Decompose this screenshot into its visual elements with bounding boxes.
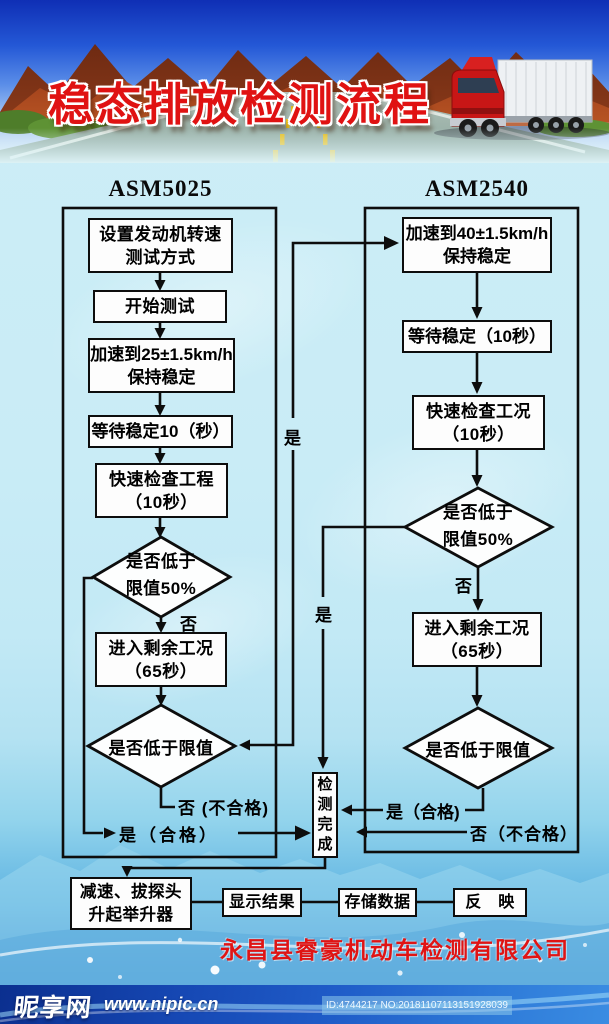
flow-box-decelerate-remove-probe: 减速、拔探头 升起举升器 [70,877,192,930]
right-no-label: 否 [455,577,473,596]
box-text: 快速检查工况 [426,401,531,421]
flow-box-feedback: 反 映 [453,888,527,917]
box-text: 反 映 [465,894,515,911]
box-text: 开始测试 [125,297,195,316]
flow-box-remaining-condition-left: 进入剩余工况 （65秒） [95,632,227,687]
watermark-site-url: www.nipic.cn [104,994,219,1014]
header-banner: 稳态排放检测流程 [0,0,609,163]
flow-box-set-engine-speed: 设置发动机转速 测试方式 [88,218,233,273]
box-text: 设置发动机转速 [99,224,222,244]
watermark-id-text: ID:4744217 NO:20181107113151928039 [322,996,512,1015]
box-text: 等待稳定10（秒） [91,422,230,441]
poster-title: 稳态排放检测流程 [47,80,432,130]
right-diamond-limit [402,706,555,790]
flow-box-accelerate-25: 加速到25±1.5km/h 保持稳定 [88,338,235,393]
left-column-title: ASM5025 [108,176,213,201]
watermark-footer-bar: 昵享网 www.nipic.cn ID:4744217 NO:201811071… [0,985,609,1024]
middle-yes-label-a: 是 [284,429,302,448]
left-diamond-limit50 [90,535,233,619]
right-no-fail-label: 否（不合格） [470,825,578,844]
box-text: 进入剩余工况 [424,618,530,638]
right-diamond1-text: 是否低于 限值50% [411,499,545,553]
flow-box-start-test: 开始测试 [93,290,227,323]
left-no-label: 否 [180,615,198,634]
flow-box-quick-check-right: 快速检查工况 （10秒） [412,395,545,450]
sparkles [87,932,587,979]
right-column-title: ASM2540 [424,176,530,201]
box-text: （10秒） [125,492,198,512]
box-text: 保持稳定 [443,247,511,266]
box-text: 存储数据 [344,894,411,911]
flow-box-display-result: 显示结果 [222,888,302,917]
flow-box-store-data: 存储数据 [338,888,417,917]
box-text: （10秒） [442,424,515,444]
box-text: 快速检查工程 [109,469,214,489]
diamond-text-line: 是否低于 [126,552,196,571]
flow-box-accelerate-40: 加速到40±1.5km/h 保持稳定 [402,217,552,273]
flow-box-quick-check: 快速检查工程 （10秒） [95,463,228,518]
box-text: （65秒） [124,661,198,681]
right-yes-pass-label: 是（合格) [386,803,460,822]
decision-diamonds [85,486,555,790]
flow-box-wait-stable-10s: 等待稳定10（秒） [88,415,233,448]
watermark-site-name: 昵享网 [12,994,94,1022]
left-diamond-limit [85,703,238,789]
box-text: （65秒） [440,641,514,661]
flow-box-remaining-condition-right: 进入剩余工况 （65秒） [412,612,542,667]
box-text: 升起举升器 [88,905,174,924]
box-text: 保持稳定 [127,367,196,387]
left-diamond2-text: 是否低于限值 [108,739,214,758]
left-column-frame [61,206,278,859]
left-no-fail-label: 否 (不合格) [178,799,270,818]
box-text: 测试方式 [125,247,196,267]
right-diamond-limit50 [402,486,555,569]
right-column-frame [363,206,580,854]
arrowheads [104,236,484,877]
left-diamond1-text: 是否低于 限值50% [94,548,228,602]
box-text: 进入剩余工况 [108,638,214,658]
flow-box-wait-stable-right: 等待稳定（10秒） [402,320,552,353]
company-name: 永昌县睿豪机动车检测有限公司 [220,938,570,963]
middle-yes-label-b: 是 [315,606,333,625]
horizon-mist [0,128,609,163]
left-yes-pass-label: 是（合格） [119,826,219,845]
box-text: 显示结果 [228,894,295,911]
diamond-text-line: 限值50% [442,530,514,549]
box-text: 减速、拔探头 [80,882,182,901]
box-text: 等待稳定（10秒） [408,327,546,346]
box-text: 加速到25±1.5km/h [90,344,233,364]
diamond-text-line: 限值50% [125,579,197,598]
box-text: 加速到40±1.5km/h [405,224,549,243]
flow-box-detection-complete: 检测完成 [312,772,338,858]
right-diamond2-text: 是否低于限值 [425,741,531,760]
diamond-text-line: 是否低于 [443,503,513,522]
